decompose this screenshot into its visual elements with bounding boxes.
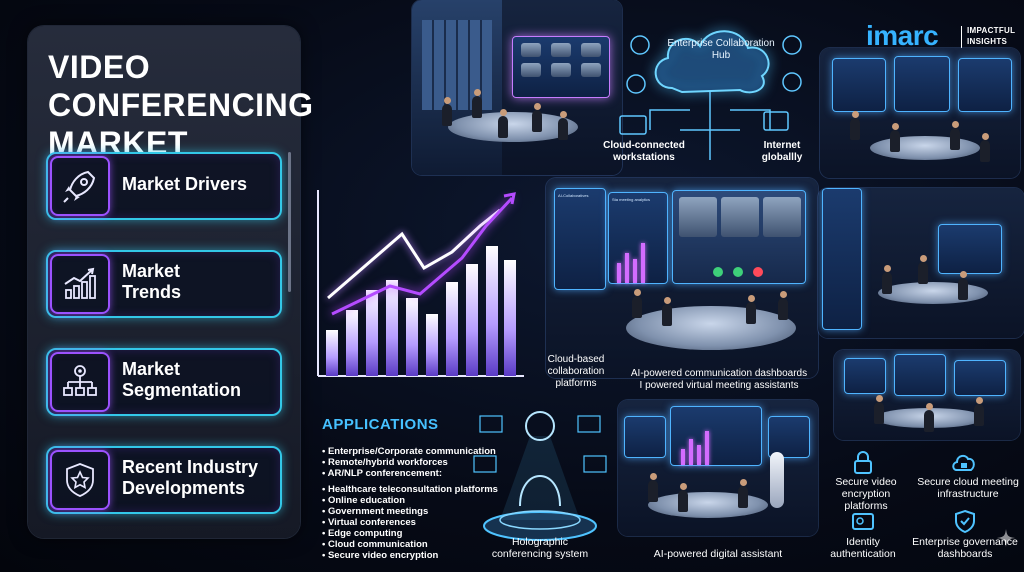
chart-bar <box>486 246 498 376</box>
nav-card-market-segmentation[interactable]: Market Segmentation <box>46 348 282 416</box>
trend-line-white <box>327 208 501 300</box>
ai-assistant-scene <box>618 400 818 536</box>
ai-assistants-caption: I powered virtual meeting assistants <box>639 380 799 391</box>
brand-tagline-2: INSIGHTS <box>967 37 1008 46</box>
chart-bar <box>504 260 516 376</box>
ai-dashboards-caption: AI-powered communication dashboards <box>630 368 808 379</box>
chart-bar <box>326 330 338 376</box>
brand-name: imarc <box>866 20 939 51</box>
chart-bar <box>366 290 378 376</box>
nav-card-market-trends[interactable]: Market Trends <box>46 250 282 318</box>
application-item: • Edge computing <box>322 528 403 539</box>
nav-card-recent-industry-developments[interactable]: Recent Industry Developments <box>46 446 282 514</box>
holographic-caption: Holographic conferencing system <box>491 536 589 560</box>
secure-meeting-scene <box>834 350 1020 440</box>
application-item: • Online education <box>322 495 406 506</box>
chart-bar <box>426 314 438 376</box>
presentation-room-scene <box>818 188 1024 338</box>
sparkle-icon <box>997 529 1015 547</box>
application-item: • Remote/hybrid workforces <box>322 457 448 468</box>
logo-divider <box>961 26 962 48</box>
shield-check-icon <box>955 509 975 534</box>
scrollbar[interactable] <box>288 152 291 292</box>
secure-video-caption: Secure video encryption platforms <box>835 476 897 512</box>
dashboard-meeting-scene <box>820 48 1020 178</box>
id-card-icon <box>852 513 874 530</box>
identity-caption: Identity authentication <box>830 536 896 560</box>
trend-line-purple <box>331 196 514 316</box>
application-item: • Secure video encryption <box>322 550 439 561</box>
chart-bar <box>346 310 358 376</box>
application-item: • Government meetings <box>322 506 429 517</box>
conference-room-scene <box>412 0 622 175</box>
nav-label: Market Trends <box>122 261 182 302</box>
application-item: • AR/NLP conferencement: <box>322 468 442 479</box>
chart-bar <box>446 282 458 376</box>
robot-figure <box>770 452 784 508</box>
workstations-caption: Cloud-connected workstations <box>603 140 685 163</box>
collab-platforms-caption: Cloud-based collaboration platforms <box>547 354 605 389</box>
trend-chart-icon <box>50 254 110 314</box>
rocket-icon <box>50 156 110 216</box>
cloud-lock-icon <box>952 454 975 471</box>
application-item: • Cloud communication <box>322 539 428 550</box>
nav-label: Market Drivers <box>122 173 248 194</box>
application-item: • Healthcare teleconsultation platforms <box>322 484 498 495</box>
application-item: • Enterprise/Corporate communication <box>322 446 496 457</box>
screen-label: AI-Collaboratives <box>558 193 589 198</box>
ai-assistant-caption: AI-powered digital assistant <box>653 548 783 560</box>
padlock-icon <box>854 451 872 474</box>
trend-arrow-head <box>503 192 516 205</box>
nav-label: Market Segmentation <box>122 359 242 400</box>
secure-cloud-caption: Secure cloud meeting infrastructure <box>917 476 1019 500</box>
chart-bar <box>406 298 418 376</box>
page-title: VIDEO CONFERENCING MARKET <box>48 49 314 161</box>
application-item: • Virtual conferences <box>322 517 416 528</box>
governance-caption: Enterprise governance dashboards <box>912 536 1018 560</box>
screen-label: Sta meeting analytics <box>612 197 651 202</box>
nav-label: Recent Industry Developments <box>122 457 259 498</box>
applications-title: APPLICATIONS <box>322 416 439 433</box>
chart-bar <box>386 280 398 376</box>
holographic-scene <box>470 396 610 546</box>
cloud-hub-diagram <box>619 30 802 160</box>
segmentation-icon <box>50 352 110 412</box>
internet-caption: Internet globallly <box>761 140 803 163</box>
hub-label: Enterprise Collaboration Hub <box>667 38 775 61</box>
video-meeting-table-scene: AI-Collaboratives Sta meeting analytics <box>546 178 818 378</box>
growth-bar-chart <box>317 190 524 377</box>
award-badge-icon <box>50 450 110 510</box>
chart-bar <box>466 264 478 376</box>
brand-logo: imarc IMPACTFUL INSIGHTS <box>866 20 1015 51</box>
brand-tagline-1: IMPACTFUL <box>967 26 1016 35</box>
nav-card-market-drivers[interactable]: Market Drivers <box>46 152 282 220</box>
